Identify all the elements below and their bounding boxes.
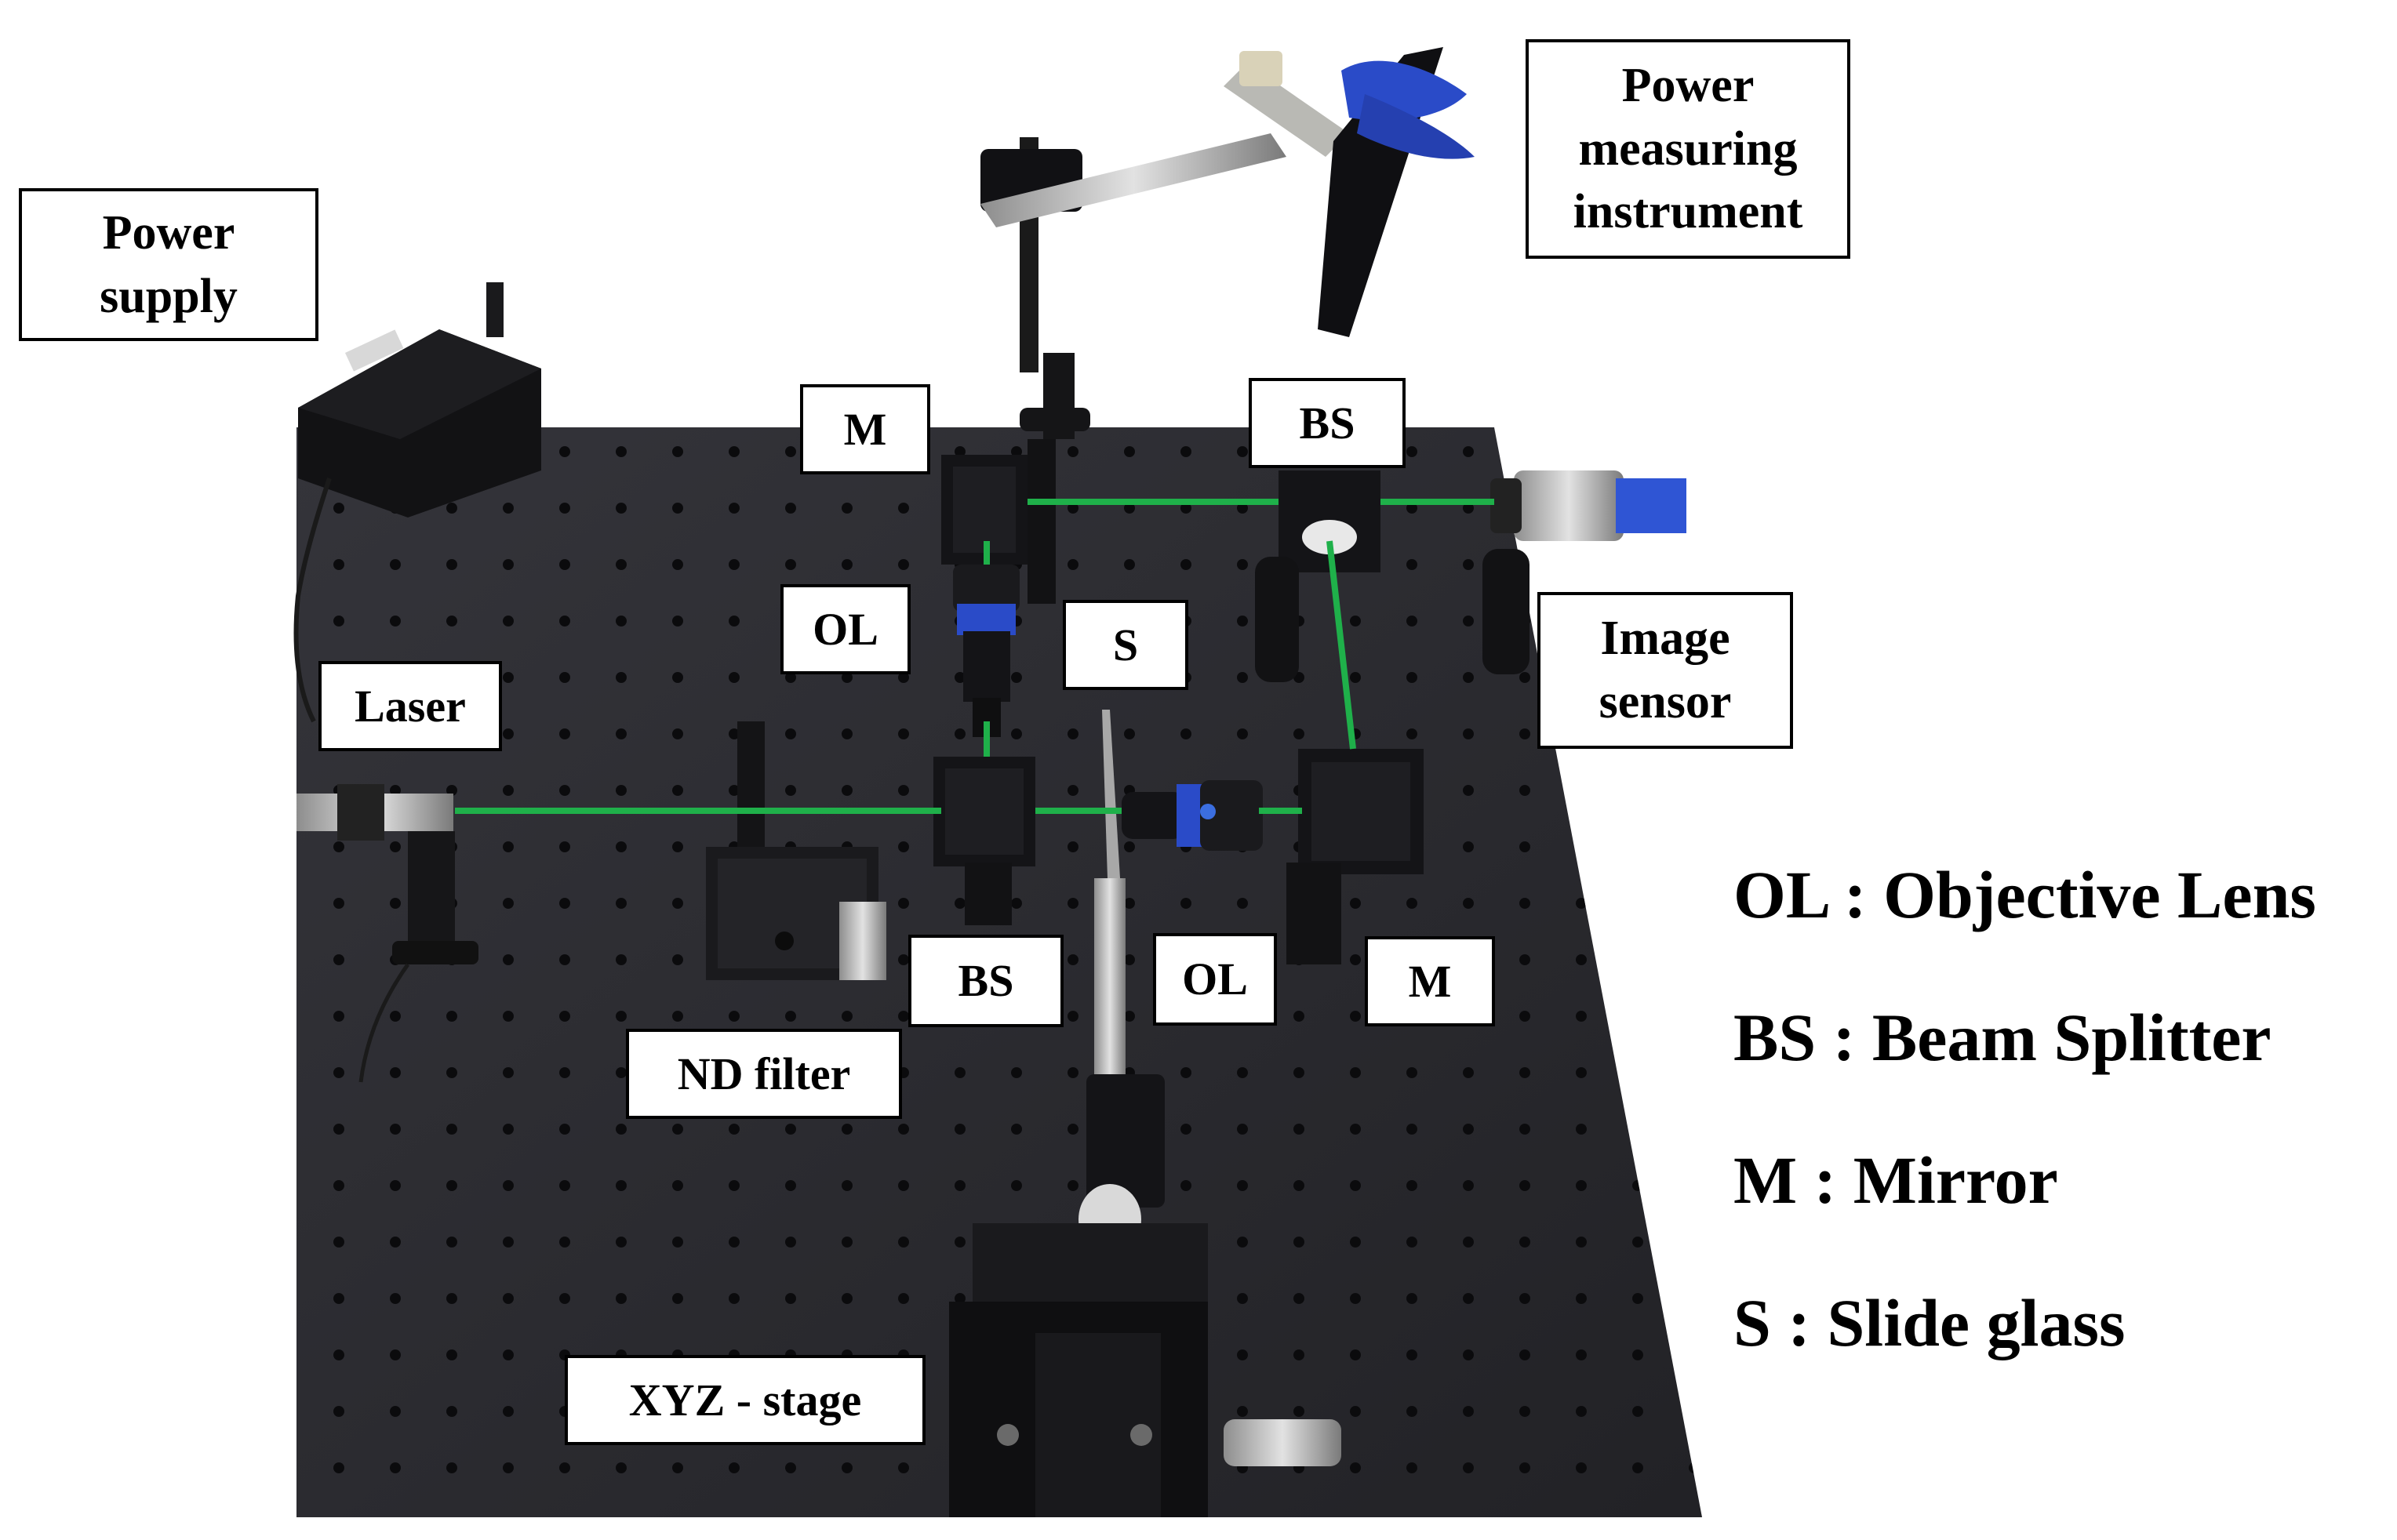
label-mirror-top: M <box>800 384 930 474</box>
label-laser: Laser <box>318 661 502 751</box>
legend-item-mirror: M : Mirror <box>1733 1142 2058 1218</box>
laser-head-icon <box>296 784 478 1083</box>
nd-filter-mount-icon <box>706 721 886 980</box>
label-image-sensor: Image sensor <box>1537 592 1793 749</box>
power-meter-probe-icon <box>980 47 1475 439</box>
laser-beam-path <box>455 499 1494 814</box>
mirror-cube-icon <box>941 439 1056 604</box>
label-nd-filter: ND filter <box>626 1029 902 1119</box>
abbreviation-legend: OL : Objective Lens BS : Beam Splitter M… <box>1733 823 2392 1394</box>
label-slide-glass: S <box>1063 600 1188 690</box>
mirror-cube-icon <box>1286 749 1424 964</box>
legend-item-objective-lens: OL : Objective Lens <box>1733 857 2316 932</box>
label-objective-lens-bottom: OL <box>1153 933 1277 1026</box>
objective-lens-icon <box>1122 780 1263 851</box>
camera-icon <box>1482 470 1686 674</box>
label-objective-lens-top: OL <box>780 584 911 674</box>
laser-driver-box-icon <box>293 282 541 723</box>
label-xyz-stage: XYZ - stage <box>565 1355 926 1445</box>
label-beam-splitter-bottom: BS <box>908 935 1064 1027</box>
label-mirror-bottom: M <box>1365 936 1495 1026</box>
legend-item-slide-glass: S : Slide glass <box>1733 1285 2126 1360</box>
beam-splitter-cube-icon <box>1255 470 1380 682</box>
legend-item-beam-splitter: BS : Beam Splitter <box>1733 1000 2272 1075</box>
objective-lens-icon <box>953 565 1020 737</box>
beam-splitter-cube-icon <box>933 757 1035 925</box>
xyz-stage-icon <box>949 1074 1341 1517</box>
slide-glass-icon <box>1094 710 1126 1082</box>
label-power-supply: Power supply <box>19 188 318 341</box>
label-beam-splitter-top: BS <box>1249 378 1406 468</box>
label-power-measuring-instrument: Power measuring instrument <box>1526 39 1850 259</box>
